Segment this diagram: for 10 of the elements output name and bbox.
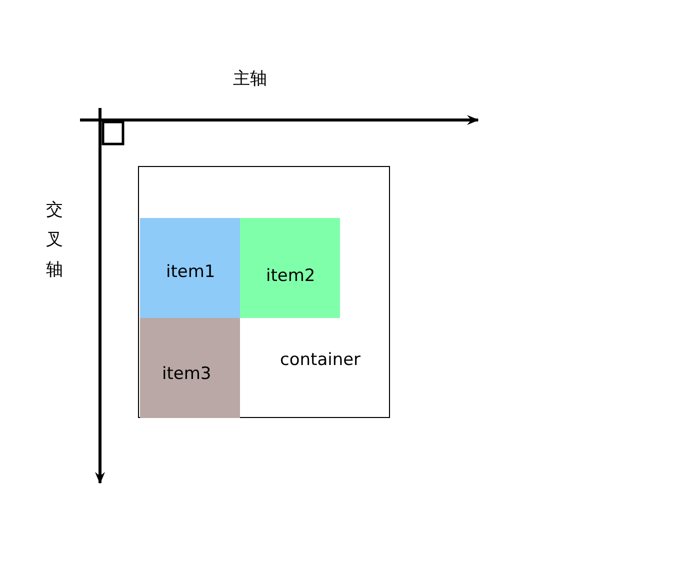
axis-label: 交叉轴 <box>46 199 64 282</box>
item-box <box>140 218 240 318</box>
item-box <box>140 318 240 418</box>
item-label: item2 <box>266 266 316 286</box>
item-label: container <box>280 350 361 370</box>
axis-label: 主轴 <box>233 68 267 90</box>
container-box <box>138 166 390 418</box>
item-label: item1 <box>166 262 216 282</box>
item-label: item3 <box>162 364 212 384</box>
item-box <box>240 218 340 318</box>
